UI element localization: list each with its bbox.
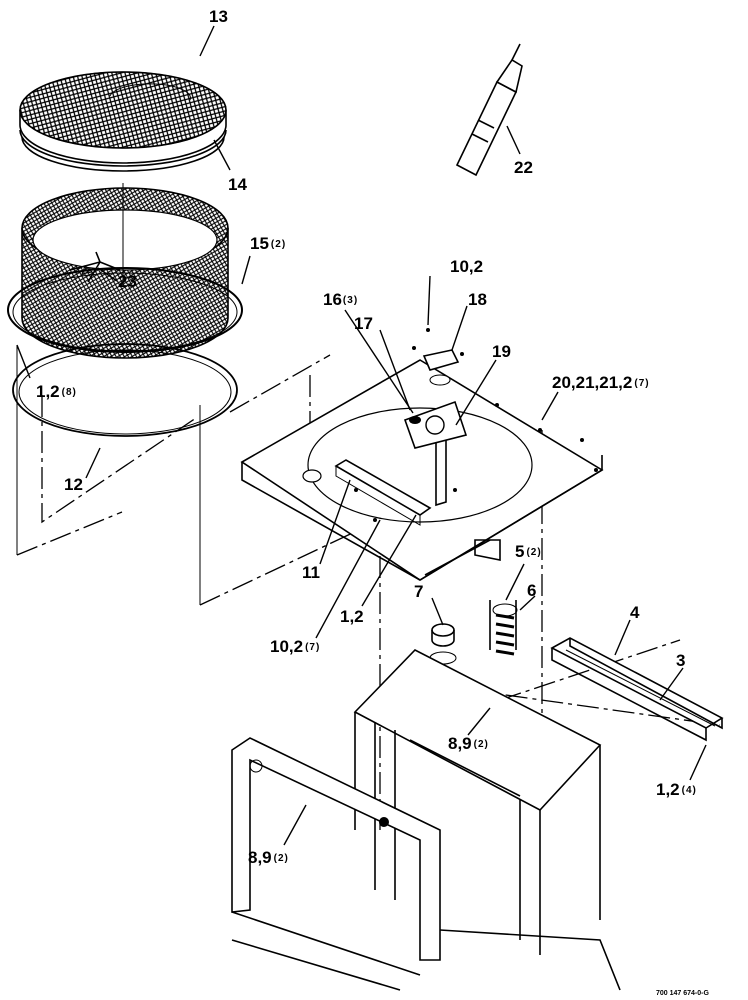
callout-10-2-plate: 10,2(7) bbox=[270, 637, 320, 656]
seal-ring bbox=[19, 129, 227, 172]
callout-7: 7 bbox=[414, 582, 423, 601]
callout-18: 18 bbox=[468, 290, 487, 309]
callout-4: 4 bbox=[630, 603, 640, 622]
callout-10-2-top: 10,2 bbox=[450, 257, 483, 276]
callout-22: 22 bbox=[514, 158, 533, 177]
callout-labels: 13 14 22 15(2) 23 10,2 16(3) 18 17 19 20… bbox=[36, 7, 709, 997]
callout-15: 15(2) bbox=[250, 234, 286, 253]
callout-17: 17 bbox=[354, 314, 373, 333]
leader-lines bbox=[16, 25, 707, 846]
gasket-ring bbox=[12, 343, 238, 437]
frame-panel bbox=[231, 737, 621, 991]
callout-1-2-ring: 1,2(8) bbox=[36, 382, 77, 401]
callout-8-9-panel: 8,9(2) bbox=[248, 848, 289, 867]
mount-plate bbox=[240, 328, 604, 581]
spring-assembly bbox=[489, 600, 518, 656]
callout-6: 6 bbox=[527, 581, 536, 600]
callout-16: 16(3) bbox=[323, 290, 358, 309]
screen-basket bbox=[7, 187, 243, 359]
callout-3: 3 bbox=[676, 651, 685, 670]
support-frame bbox=[353, 649, 602, 955]
callout-1-2-plate: 1,2 bbox=[340, 607, 364, 626]
callout-19: 19 bbox=[492, 342, 511, 361]
figure-number: 700 147 674-0-G bbox=[656, 990, 709, 997]
callout-23: 23 bbox=[118, 272, 137, 291]
callout-8-9-box: 8,9(2) bbox=[448, 734, 489, 753]
filter-cover bbox=[19, 71, 227, 164]
callout-13: 13 bbox=[209, 7, 228, 26]
callout-5: 5(2) bbox=[515, 542, 542, 561]
rail bbox=[550, 637, 724, 742]
callout-1-2-rail: 1,2(4) bbox=[656, 780, 697, 799]
callout-11: 11 bbox=[302, 563, 320, 582]
callout-20-21: 20,21,21,2(7) bbox=[552, 373, 650, 392]
caulk-tube bbox=[455, 43, 523, 177]
callout-12: 12 bbox=[64, 475, 83, 494]
callout-14: 14 bbox=[228, 175, 247, 194]
